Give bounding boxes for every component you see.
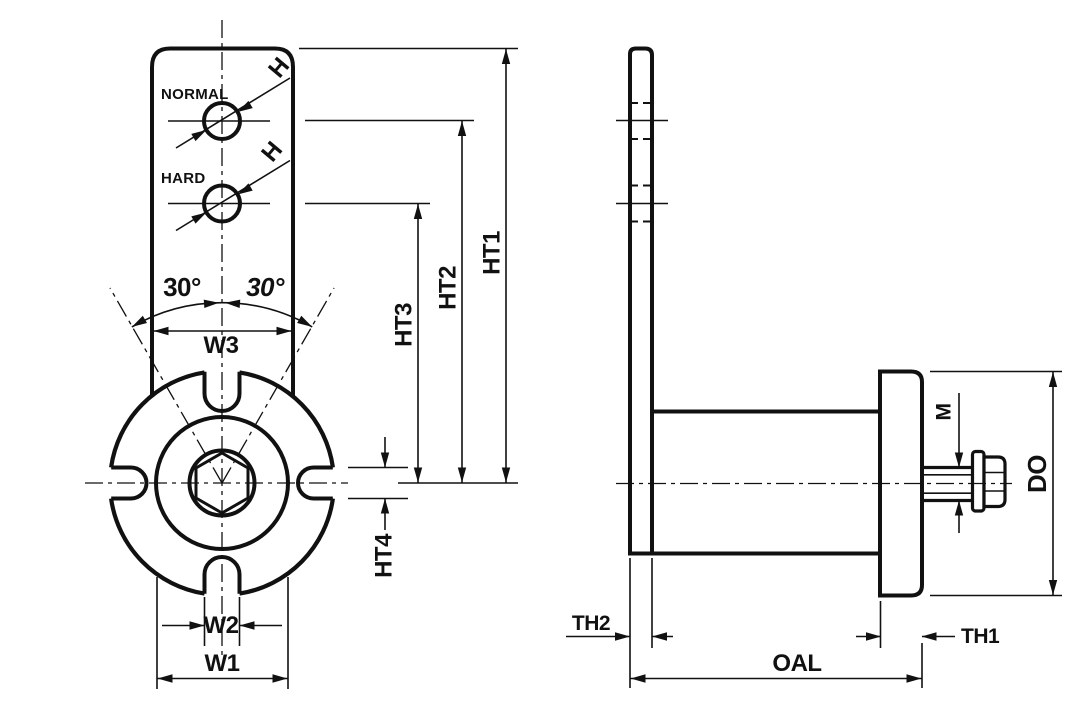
label-th1: TH1: [961, 625, 1000, 648]
dim-ht1: HT1: [299, 47, 518, 484]
flange-outline: [878, 369, 924, 598]
label-ht3: HT3: [391, 303, 418, 347]
dim-ht3: HT3: [305, 202, 430, 483]
dim-w3: W3: [153, 326, 292, 359]
dim-do: DO: [930, 370, 1062, 597]
label-angle-left: 30°: [163, 272, 201, 302]
label-ht2: HT2: [435, 266, 462, 310]
label-w1: W1: [205, 650, 240, 677]
label-ht4: HT4: [371, 533, 398, 578]
bolt-washer: [970, 449, 986, 513]
dim-ht4: HT4: [348, 437, 408, 578]
dim-w1: W1: [156, 577, 289, 689]
flange-disc-outline: [109, 370, 335, 596]
label-normal: NORMAL: [161, 86, 229, 103]
dim-w2: W2: [162, 597, 282, 646]
label-m: M: [933, 404, 956, 421]
bolt-shank: [922, 465, 973, 503]
label-w3: W3: [204, 332, 239, 359]
plate-hidden-hole-lines: [616, 102, 668, 223]
side-view: M DO TH2 TH1: [566, 46, 1062, 688]
bolt-head: [982, 455, 1007, 509]
label-angle-right: 30°: [246, 272, 285, 302]
label-hard: HARD: [161, 170, 206, 187]
dim-th1: TH1: [856, 601, 1000, 688]
label-do: DO: [1022, 455, 1052, 493]
label-ht1: HT1: [479, 231, 506, 275]
dim-th2: TH2: [566, 558, 673, 688]
dim-m: M: [933, 393, 964, 533]
boss-cylinder: [652, 409, 882, 556]
dim-oal: OAL: [630, 650, 922, 683]
plate-outline: [628, 46, 654, 556]
dim-angles: 30° 30°: [129, 272, 315, 331]
label-th2: TH2: [572, 612, 610, 635]
label-oal: OAL: [772, 650, 821, 677]
label-w2: W2: [204, 612, 239, 639]
dim-ht2: HT2: [305, 119, 474, 483]
front-view: NORMAL HARD H H 30° 30°: [85, 20, 518, 689]
